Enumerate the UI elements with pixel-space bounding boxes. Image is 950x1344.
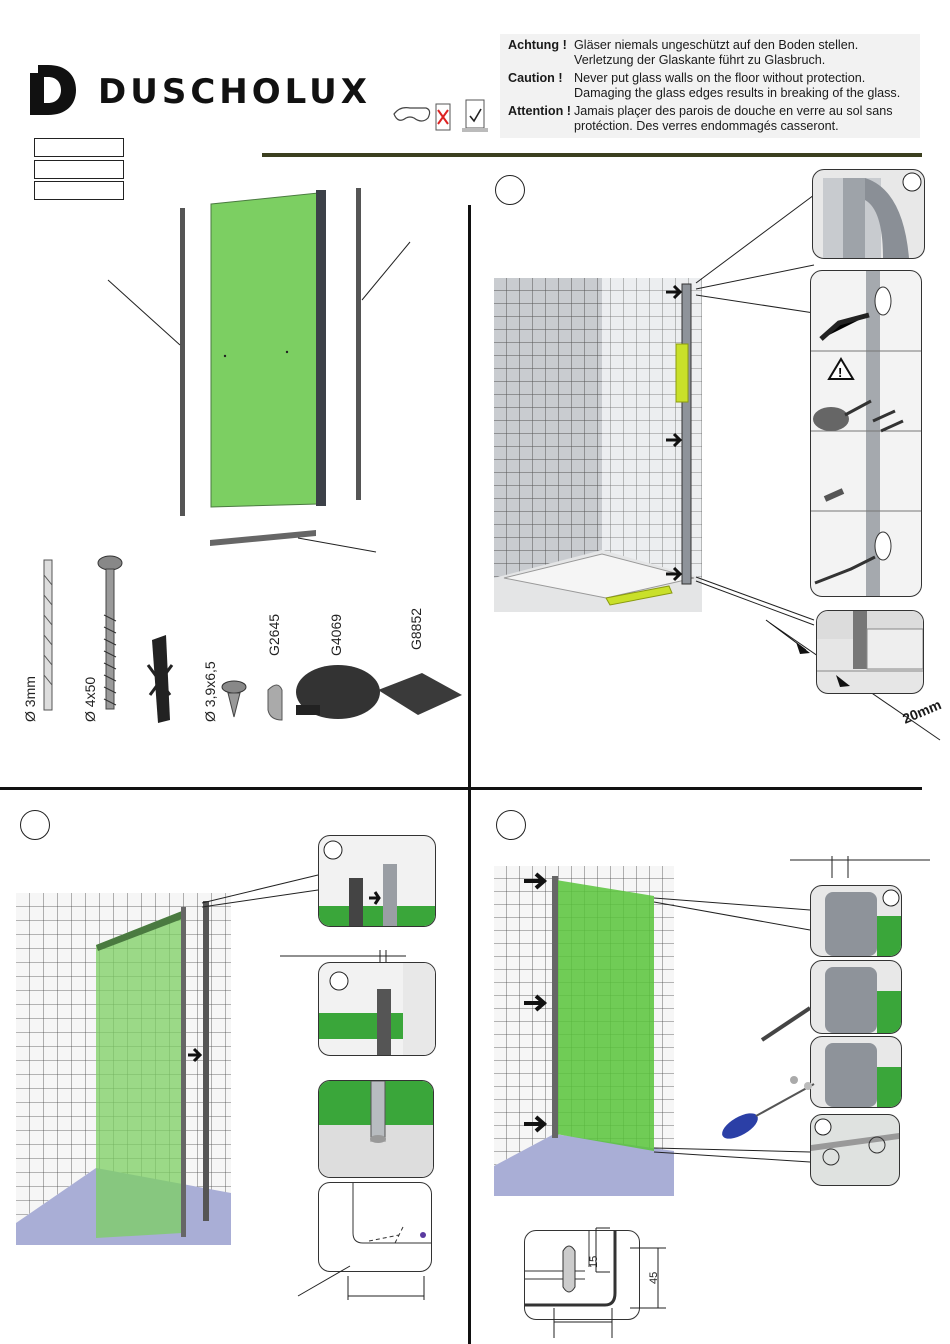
small-screw-icon (221, 680, 247, 718)
horizontal-divider (0, 787, 922, 790)
detail-leaders-c (200, 855, 330, 915)
warning-text-en-1: Never put glass walls on the floor witho… (574, 71, 866, 85)
screw-size-label: Ø 4x50 (82, 676, 98, 722)
top-dimension-d (790, 852, 935, 878)
detail-leaders-d (650, 880, 820, 1170)
detail-leaders-b (690, 165, 950, 745)
safety-glasses-icon (393, 99, 488, 132)
duscholux-logo-mark (30, 65, 76, 115)
version-field-2 (34, 160, 124, 179)
vertical-divider-top (468, 205, 471, 787)
cap-code-label: G2645 (266, 613, 282, 656)
hardware-parts (20, 555, 470, 730)
svg-text:!: ! (838, 365, 842, 380)
parts-overview (100, 180, 430, 560)
drill-bit-icon (43, 559, 53, 711)
dimension-45-label: 45 (648, 1271, 660, 1284)
end-cap-icon (267, 684, 283, 721)
small-screw-size-label: Ø 3,9x6,5 (202, 661, 218, 722)
glass-install-illustration (16, 893, 231, 1245)
seal-dimension (296, 1226, 446, 1306)
profile-section-detail (524, 1230, 640, 1320)
pad-code-label: G8852 (408, 607, 424, 650)
long-screw-icon (97, 555, 123, 710)
warning-text-en-2: Damaging the glass edges results in brea… (574, 86, 901, 100)
sliding-rail-detail (810, 1114, 900, 1186)
screwdriver-icon (722, 1068, 822, 1140)
pad-icon (378, 673, 462, 715)
warning-label-de: Achtung ! (508, 38, 567, 52)
profile-section-dimensions (520, 1226, 670, 1344)
warning-pictograms (392, 96, 496, 136)
step-circle-b (495, 175, 525, 205)
disc-code-label: G4069 (328, 613, 344, 656)
seal-detail (318, 1182, 432, 1272)
hinge-detail-3 (810, 1036, 902, 1108)
profile-top-detail (318, 962, 436, 1056)
drilling-detail: ! (810, 270, 922, 597)
version-field-1 (34, 138, 124, 157)
drill-size-label: Ø 3mm (22, 676, 38, 722)
header-rule (262, 153, 922, 157)
width-dimension-c (280, 950, 410, 970)
warning-text-fr-1: Jamais plaçer des parois de douche en ve… (574, 104, 893, 118)
hinge-detail-2 (810, 960, 902, 1034)
wall-gap-detail (816, 610, 924, 694)
warning-label-fr: Attention ! (508, 104, 571, 118)
warning-text-fr-2: protéction. Des verres endommagés casser… (574, 119, 839, 133)
gap-arrows (765, 619, 886, 700)
wall-anchor-icon (146, 635, 174, 723)
step-circle-c (20, 810, 50, 840)
floor-fixing-detail (318, 1080, 434, 1178)
warning-text-de-2: Verletzung der Glaskante führt zu Glasbr… (574, 53, 826, 67)
hinge-detail-1 (810, 885, 902, 957)
vertical-divider-bottom (468, 790, 471, 1344)
step-circle-d (496, 810, 526, 840)
wall-mounting-illustration (494, 278, 702, 612)
dimension-15-label: 15 (588, 1255, 600, 1268)
profile-detail (812, 169, 925, 259)
version-field-3 (34, 181, 124, 200)
warning-text-de-1: Gläser niemals ungeschützt auf den Boden… (574, 38, 859, 52)
screwdriver-tip (760, 1000, 820, 1045)
glass-warning-box: Achtung ! Gläser niemals ungeschützt auf … (500, 34, 920, 138)
warning-label-en: Caution ! (508, 71, 563, 85)
door-install-illustration (494, 866, 674, 1196)
profile-insert-detail (318, 835, 436, 927)
brand-name: DUSCHOLUX (98, 72, 371, 112)
